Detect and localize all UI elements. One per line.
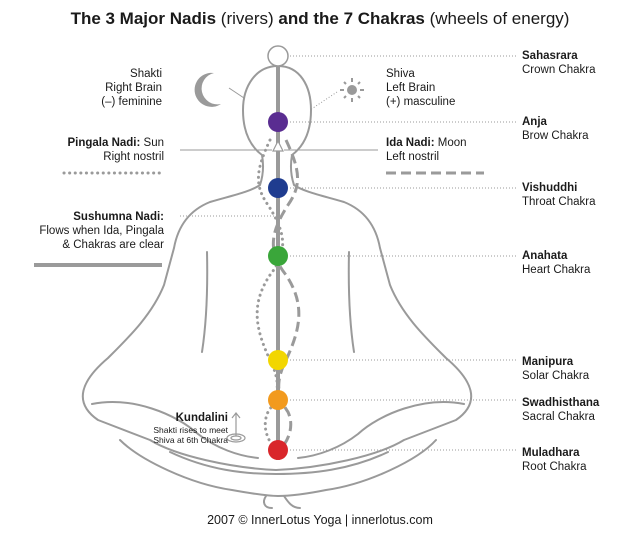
chakra-label-anahata: Anahata Heart Chakra bbox=[522, 249, 590, 277]
pingala-name: Pingala Nadi: bbox=[67, 137, 141, 149]
sushumna-label: Sushumna Nadi: Flows when Ida, Pingala &… bbox=[39, 210, 164, 252]
kundalini-coil-icon bbox=[226, 412, 246, 443]
chakra-subtitle: Brow Chakra bbox=[522, 130, 589, 142]
kundalini-label: Kundalini Shakti rises to meet Shiva at … bbox=[153, 411, 228, 445]
title-part-wheels: (wheels of energy) bbox=[429, 9, 570, 28]
chakra-label-swadhisthana: Swadhisthana Sacral Chakra bbox=[522, 396, 599, 424]
chakra-label-sahasrara: Sahasrara Crown Chakra bbox=[522, 49, 596, 77]
kundalini-desc-2: Shiva at 6th Chakra bbox=[153, 435, 228, 445]
chakra-name: Anja bbox=[522, 116, 547, 128]
sushumna-desc-1: Flows when Ida, Pingala bbox=[39, 225, 164, 237]
shiva-line-3: (+) masculine bbox=[386, 96, 456, 108]
chakra-subtitle: Sacral Chakra bbox=[522, 411, 595, 423]
chakra-name: Manipura bbox=[522, 356, 574, 368]
body-outline bbox=[81, 65, 473, 509]
chakra-dot-manipura bbox=[268, 350, 288, 370]
title-part-rivers: (rivers) bbox=[220, 9, 274, 28]
chakra-subtitle: Crown Chakra bbox=[522, 64, 596, 76]
moon-icon bbox=[194, 72, 221, 107]
chakra-dot-vishuddhi bbox=[268, 178, 288, 198]
shakti-label: Shakti Right Brain (–) feminine bbox=[101, 67, 162, 109]
pingala-nadi-path bbox=[255, 138, 285, 454]
sun-icon bbox=[340, 78, 364, 102]
shakti-line-1: Shakti bbox=[130, 68, 162, 80]
chakra-name: Muladhara bbox=[522, 447, 580, 459]
chakra-subtitle: Heart Chakra bbox=[522, 264, 591, 276]
shakti-line-2: Right Brain bbox=[105, 82, 162, 94]
chakra-leader-lines bbox=[290, 55, 516, 451]
pingala-desc-2: Right nostril bbox=[103, 151, 164, 163]
shakti-line-3: (–) feminine bbox=[101, 96, 162, 108]
shiva-label: Shiva Left Brain (+) masculine bbox=[386, 67, 455, 109]
chakra-subtitle: Throat Chakra bbox=[522, 196, 596, 208]
chakra-label-manipura: Manipura Solar Chakra bbox=[522, 355, 589, 383]
sushumna-desc-2: & Chakras are clear bbox=[62, 239, 164, 251]
chakra-subtitle: Root Chakra bbox=[522, 461, 587, 473]
chakra-name: Swadhisthana bbox=[522, 397, 600, 409]
pingala-label: Pingala Nadi: Sun Right nostril bbox=[67, 136, 164, 164]
ida-label: Ida Nadi: Moon Left nostril bbox=[386, 136, 467, 164]
chakra-dot-sahasrara bbox=[267, 45, 289, 67]
chakra-name: Anahata bbox=[522, 250, 568, 262]
nostril-triangle bbox=[272, 139, 284, 152]
sushumna-name: Sushumna Nadi: bbox=[73, 211, 164, 223]
kundalini-name: Kundalini bbox=[175, 412, 228, 424]
pingala-desc-1: Sun bbox=[143, 137, 164, 149]
chakra-label-anja: Anja Brow Chakra bbox=[522, 115, 588, 143]
ida-name: Ida Nadi: bbox=[386, 137, 435, 149]
chakra-subtitle: Solar Chakra bbox=[522, 370, 590, 382]
title-part-chakras: and the 7 Chakras bbox=[278, 9, 425, 28]
ida-desc-1: Moon bbox=[437, 137, 467, 149]
chakra-name: Sahasrara bbox=[522, 50, 578, 62]
ida-desc-2: Left nostril bbox=[386, 151, 440, 163]
kundalini-desc-1: Shakti rises to meet bbox=[153, 425, 228, 435]
chakra-label-vishuddhi: Vishuddhi Throat Chakra bbox=[522, 181, 596, 209]
chakra-dot-swadhisthana bbox=[268, 390, 288, 410]
moon-pointer bbox=[228, 87, 245, 99]
chakra-dot-anahata bbox=[268, 246, 288, 266]
page-title: The 3 Major Nadis (rivers) and the 7 Cha… bbox=[0, 9, 640, 29]
chakra-dot-anja bbox=[268, 112, 288, 132]
shiva-line-1: Shiva bbox=[386, 68, 415, 80]
footer-credit: 2007 © InnerLotus Yoga | innerlotus.com bbox=[207, 513, 433, 527]
chakra-name: Vishuddhi bbox=[522, 182, 578, 194]
shiva-line-2: Left Brain bbox=[386, 82, 436, 94]
chakra-dot-muladhara bbox=[268, 440, 288, 460]
ida-nadi-path bbox=[271, 139, 301, 454]
sun-pointer bbox=[309, 91, 338, 111]
chakra-label-muladhara: Muladhara Root Chakra bbox=[522, 446, 587, 474]
title-part-nadis: The 3 Major Nadis bbox=[70, 9, 217, 28]
